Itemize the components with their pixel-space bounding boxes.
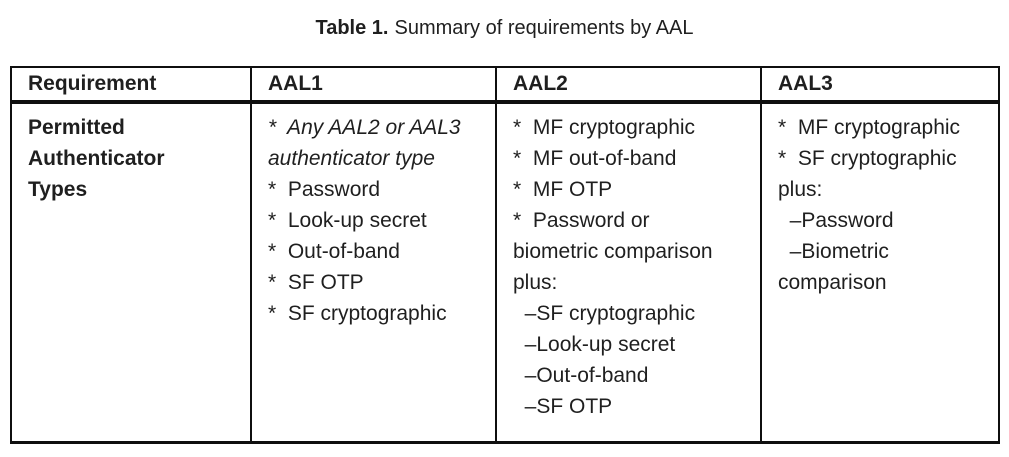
column-header-aal3: AAL3 [760, 66, 1000, 104]
cell-aal3-authenticator-types: * MF cryptographic * SF cryptographic plus… [760, 101, 1000, 443]
cell-line: * SF cryptographic [778, 147, 957, 170]
cell-line: * SF OTP [268, 271, 364, 294]
cell-line: * MF out-of-band [513, 147, 677, 170]
cell-line: authenticator type [268, 147, 435, 170]
cell-line: * Any AAL2 or AAL3 [268, 116, 461, 139]
cell-line: * MF OTP [513, 178, 613, 201]
cell-line: –SF cryptographic [513, 302, 696, 325]
cell-line: * MF cryptographic [778, 116, 961, 139]
aal-requirements-table: Requirement AAL1 AAL2 AAL3 Permitted Aut… [10, 66, 1000, 444]
cell-line: –Out-of-band [513, 364, 649, 387]
cell-line: plus: [778, 178, 823, 201]
cell-line: * MF cryptographic [513, 116, 696, 139]
cell-line: * Password or [513, 209, 650, 232]
cell-line: * Out-of-band [268, 240, 400, 263]
table-row-permitted-authenticator-types: Permitted Authenticator Types * Any AAL2… [10, 101, 1000, 443]
cell-line: –Password [778, 209, 894, 232]
column-header-aal1: AAL1 [250, 66, 497, 104]
cell-line: –Biometric [778, 240, 889, 263]
table-caption-text: Summary of requirements by AAL [394, 17, 694, 39]
cell-line: * Look-up secret [268, 209, 427, 232]
column-header-aal2: AAL2 [495, 66, 762, 104]
cell-line: biometric comparison [513, 240, 713, 263]
cell-line: –Look-up secret [513, 333, 676, 356]
cell-line: comparison [778, 271, 887, 294]
table-caption-label: Table 1. [315, 17, 389, 39]
cell-line: –SF OTP [513, 395, 613, 418]
cell-line: plus: [513, 271, 558, 294]
table-caption: Table 1.Summary of requirements by AAL [0, 15, 1009, 41]
cell-aal1-authenticator-types: * Any AAL2 or AAL3 authenticator type * Pa… [250, 101, 497, 443]
cell-line: * Password [268, 178, 381, 201]
row-header-permitted-authenticator-types: Permitted Authenticator Types [10, 101, 252, 443]
column-header-requirement: Requirement [10, 66, 252, 104]
cell-line: * SF cryptographic [268, 302, 447, 325]
cell-aal2-authenticator-types: * MF cryptographic * MF out-of-band * MF O… [495, 101, 762, 443]
header-row: Requirement AAL1 AAL2 AAL3 [10, 66, 1000, 104]
